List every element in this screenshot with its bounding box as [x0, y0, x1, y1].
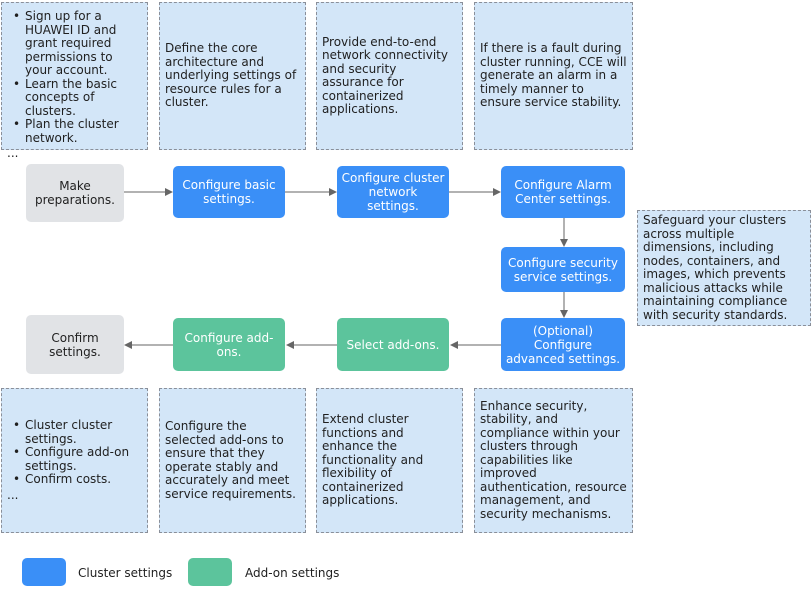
legend-addon-swatch	[188, 558, 232, 586]
step-configure-basic-settings: Configure basic settings.	[173, 166, 285, 218]
list-item: Configure add-on settings.	[13, 445, 142, 473]
note-confirm-list: Cluster cluster settings. Configure add-…	[7, 418, 142, 487]
note-text: Provide end-to-end network connectivity …	[322, 34, 448, 116]
note-select-addons: Extend cluster functions and enhance the…	[316, 388, 463, 533]
ellipsis: ...	[7, 146, 19, 160]
list-item: Learn the basic concepts of clusters.	[13, 77, 142, 119]
note-prepare-list: Sign up for a HUAWEI ID and grant requir…	[7, 9, 142, 145]
note-prepare: Sign up for a HUAWEI ID and grant requir…	[1, 2, 148, 160]
note-text: Safeguard your clusters across multiple …	[643, 213, 788, 322]
step-configure-security-settings: Configure security service settings.	[501, 247, 625, 292]
ellipsis: ...	[7, 487, 19, 502]
legend-addon-label: Add-on settings	[245, 566, 340, 580]
note-advanced-settings: Enhance security, stability, and complia…	[474, 388, 633, 533]
note-text: Extend cluster functions and enhance the…	[322, 412, 424, 508]
note-text: Enhance security, stability, and complia…	[480, 398, 627, 521]
note-security-settings: Safeguard your clusters across multiple …	[637, 210, 811, 326]
step-make-preparations: Make preparations.	[26, 164, 124, 222]
legend-cluster-label: Cluster settings	[78, 566, 173, 580]
step-configure-network-settings: Configure cluster network settings.	[337, 166, 449, 218]
note-basic-settings: Define the core architecture and underly…	[159, 2, 306, 150]
list-item: Plan the cluster network.	[13, 117, 142, 145]
note-confirm-settings: Cluster cluster settings. Configure add-…	[1, 388, 148, 533]
note-network-settings: Provide end-to-end network connectivity …	[316, 2, 463, 150]
list-item: Confirm costs.	[13, 472, 142, 487]
note-configure-addons: Configure the selected add-ons to ensure…	[159, 388, 306, 533]
step-configure-addons: Configure add-ons.	[173, 318, 285, 371]
note-alarm-settings: If there is a fault during cluster runni…	[474, 2, 633, 150]
note-text: Define the core architecture and underly…	[165, 41, 297, 110]
legend-cluster-swatch	[22, 558, 66, 586]
list-item: Cluster cluster settings.	[13, 418, 142, 446]
step-confirm-settings: Confirm settings.	[26, 315, 124, 374]
list-item: Sign up for a HUAWEI ID and grant requir…	[13, 9, 142, 78]
note-text: If there is a fault during cluster runni…	[480, 41, 627, 110]
step-configure-advanced-settings: (Optional) Configure advanced settings.	[501, 318, 625, 371]
step-configure-alarm-settings: Configure Alarm Center settings.	[501, 166, 625, 218]
note-text: Configure the selected add-ons to ensure…	[165, 419, 296, 501]
step-select-addons: Select add-ons.	[337, 318, 449, 371]
